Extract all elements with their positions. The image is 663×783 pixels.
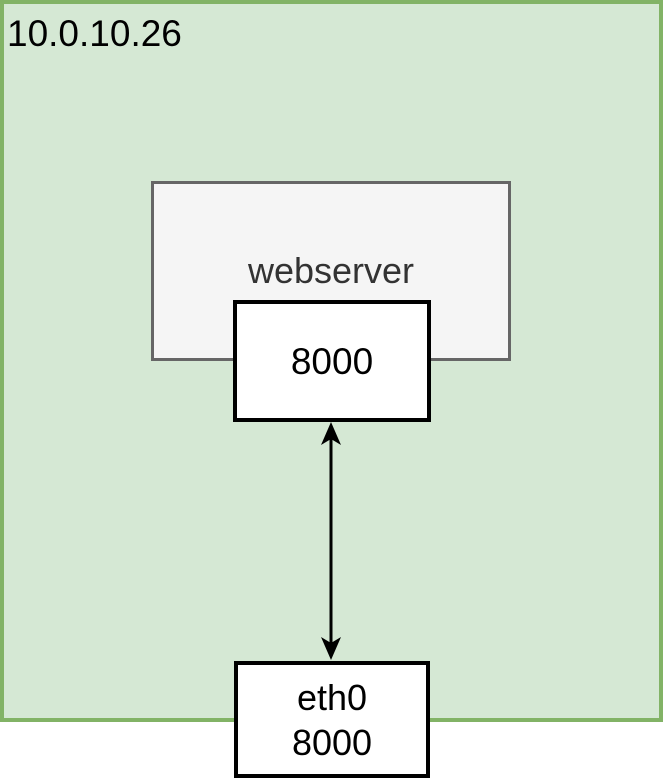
eth0-interface-node: eth0 8000	[234, 661, 430, 778]
interface-port-label: 8000	[291, 721, 373, 763]
webserver-port-label: 8000	[290, 340, 374, 382]
interface-name-label: eth0	[296, 676, 368, 718]
webserver-port-node: 8000	[233, 300, 431, 422]
network-ip-label: 10.0.10.26	[7, 13, 182, 54]
webserver-label: webserver	[247, 250, 415, 291]
